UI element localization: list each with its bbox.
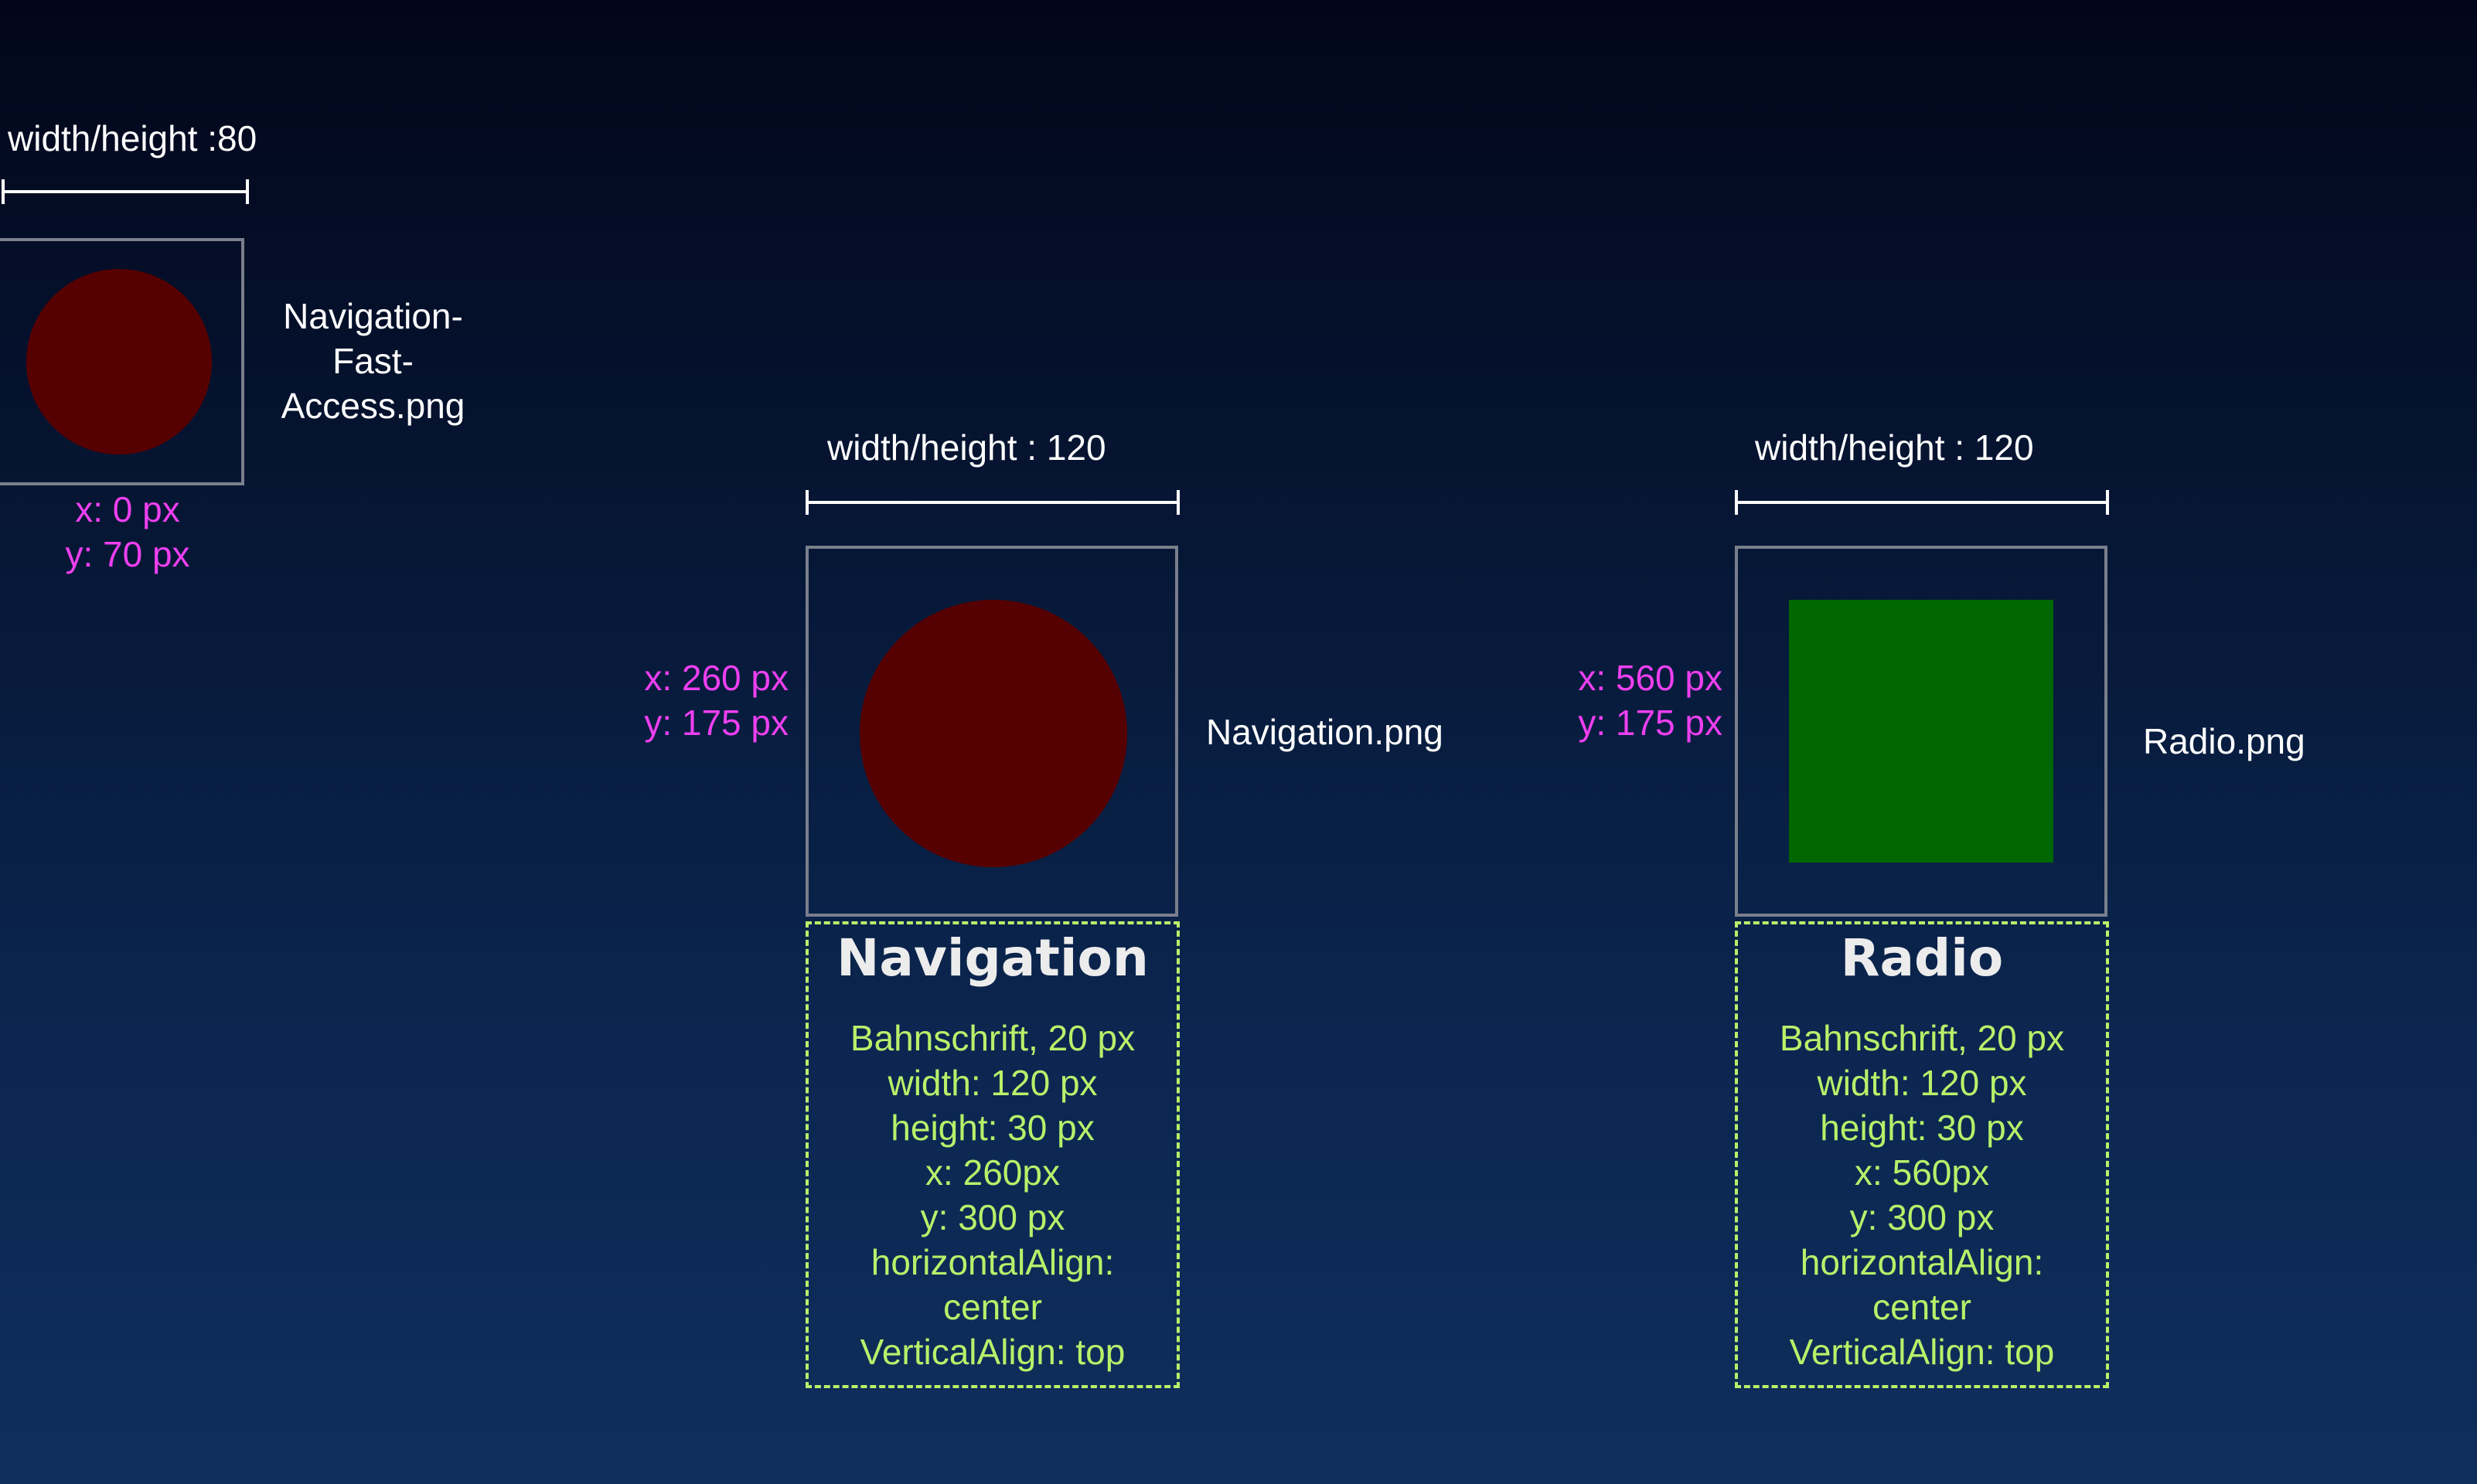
radio-spec-box: Radio Bahnschrift, 20 px width: 120 px h… xyxy=(1735,921,2109,1388)
red-circle-icon xyxy=(860,600,1127,867)
radio-icon-frame xyxy=(1735,546,2107,917)
spec-line: Bahnschrift, 20 px xyxy=(1779,1018,2065,1058)
spec-line: VerticalAlign: top xyxy=(1789,1332,2055,1372)
spec-line: horizontalAlign: xyxy=(871,1242,1115,1282)
radio-position-label: x: 560 px y: 175 px xyxy=(1523,655,1722,745)
fast-access-position-label: x: 0 px y: 70 px xyxy=(31,487,224,577)
navigation-spec-box: Navigation Bahnschrift, 20 px width: 120… xyxy=(806,921,1180,1388)
radio-spec-lines: Bahnschrift, 20 px width: 120 px height:… xyxy=(1738,1016,2106,1374)
spec-line: width: 120 px xyxy=(1817,1063,2027,1103)
position-y-text: y: 70 px xyxy=(65,534,190,574)
radio-dimension-bar xyxy=(1735,490,2109,515)
file-label-line: Navigation- xyxy=(283,296,463,336)
fast-access-dimension-label: width/height :80 xyxy=(8,118,257,158)
navigation-spec-lines: Bahnschrift, 20 px width: 120 px height:… xyxy=(809,1016,1177,1374)
green-square-icon xyxy=(1789,600,2053,863)
file-label-line: Fast- xyxy=(332,341,414,381)
navigation-dimension-label: width/height : 120 xyxy=(827,427,1106,468)
navigation-title: Navigation xyxy=(836,928,1149,988)
position-x-text: x: 560 px xyxy=(1578,658,1722,698)
fast-access-file-label: Navigation- Fast- Access.png xyxy=(271,294,475,428)
spec-line: y: 300 px xyxy=(920,1197,1065,1237)
navigation-file-label: Navigation.png xyxy=(1206,712,1443,752)
spec-line: width: 120 px xyxy=(888,1063,1098,1103)
red-circle-icon xyxy=(26,269,212,454)
position-y-text: y: 175 px xyxy=(1578,703,1722,743)
radio-dimension-label: width/height : 120 xyxy=(1755,427,2034,468)
fast-access-dimension-bar xyxy=(2,179,249,204)
file-label-line: Access.png xyxy=(281,386,465,426)
spec-line: height: 30 px xyxy=(1820,1108,2024,1148)
position-x-text: x: 260 px xyxy=(644,658,789,698)
fast-access-icon-frame xyxy=(0,238,244,485)
spec-line: VerticalAlign: top xyxy=(860,1332,1126,1372)
spec-line: y: 300 px xyxy=(1849,1197,1995,1237)
spec-line: Bahnschrift, 20 px xyxy=(850,1018,1136,1058)
position-x-text: x: 0 px xyxy=(75,489,180,529)
spec-line: x: 260px xyxy=(925,1152,1060,1193)
spec-line: center xyxy=(943,1287,1042,1327)
position-y-text: y: 175 px xyxy=(644,703,789,743)
navigation-position-label: x: 260 px y: 175 px xyxy=(588,655,789,745)
spec-line: height: 30 px xyxy=(891,1108,1095,1148)
spec-line: x: 560px xyxy=(1855,1152,1989,1193)
radio-file-label: Radio.png xyxy=(2143,721,2305,761)
spec-line: horizontalAlign: xyxy=(1800,1242,2044,1282)
navigation-icon-frame xyxy=(806,546,1178,917)
navigation-dimension-bar xyxy=(806,490,1180,515)
spec-line: center xyxy=(1872,1287,1971,1327)
radio-title: Radio xyxy=(1840,928,2004,988)
